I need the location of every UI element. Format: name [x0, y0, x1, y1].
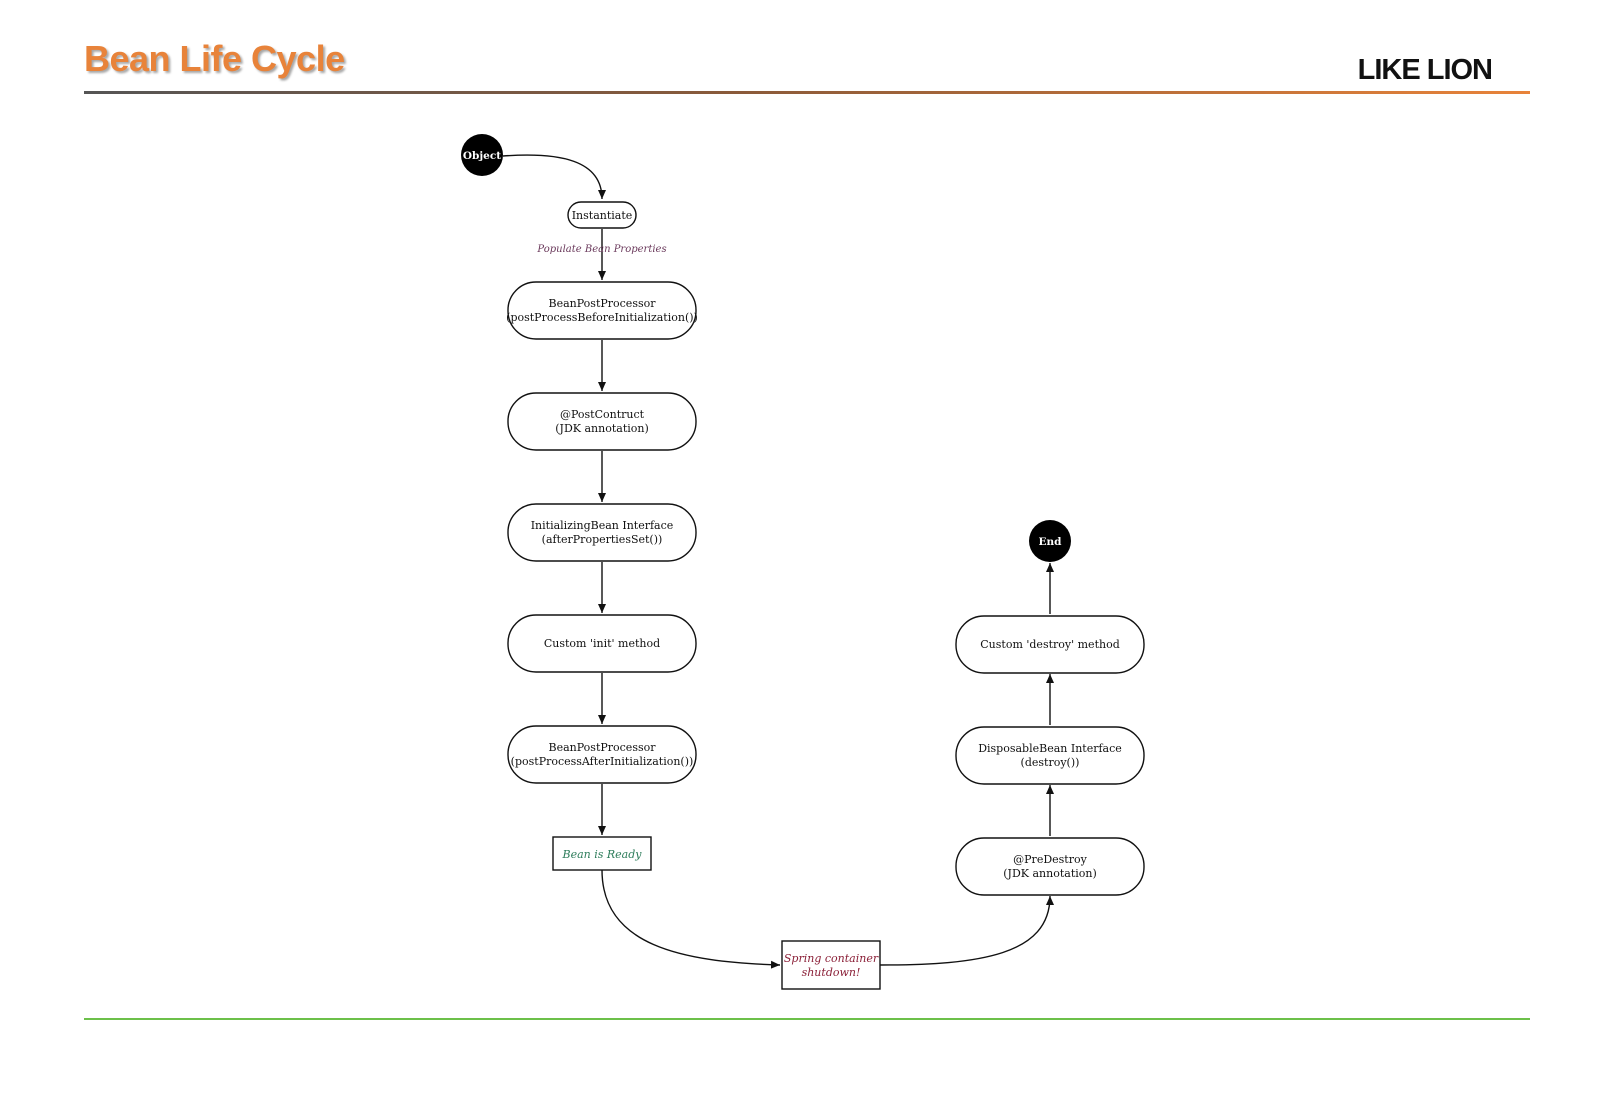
start-node-label: Object — [463, 150, 501, 162]
predestroy-line-1: @PreDestroy — [1013, 853, 1087, 866]
edge-ready-to-shutdown — [601, 869, 781, 969]
bpp-after-line-2: (postProcessAfterInitialization()) — [511, 755, 694, 768]
page-title: Bean Life Cycle — [84, 38, 345, 79]
initializing-bean-line-1: InitializingBean Interface — [531, 519, 674, 532]
bean-ready-node — [552, 836, 652, 871]
shutdown-line-1: Spring container — [784, 952, 879, 965]
custom-destroy-label: Custom 'destroy' method — [980, 638, 1119, 651]
postconstruct-node — [507, 392, 697, 451]
initializing-bean-line-2: (afterPropertiesSet()) — [542, 533, 663, 546]
postconstruct-line-1: @PostContruct — [560, 408, 645, 421]
populate-properties-label: Populate Bean Properties — [536, 244, 666, 255]
instantiate-label: Instantiate — [572, 209, 633, 222]
end-node-label: End — [1039, 536, 1063, 548]
instantiate-node — [567, 201, 637, 229]
bpp-after-line-1: BeanPostProcessor — [548, 741, 656, 754]
disposable-bean-node — [955, 726, 1145, 785]
header-divider — [84, 91, 1530, 94]
bpp-after-node — [507, 725, 697, 784]
bpp-before-line-1: BeanPostProcessor — [548, 297, 656, 310]
bean-ready-label: Bean is Ready — [562, 848, 643, 861]
start-node — [461, 134, 503, 176]
edge-shutdown-to-predestroy — [879, 895, 1054, 966]
predestroy-line-2: (JDK annotation) — [1003, 867, 1097, 880]
disposable-bean-line-1: DisposableBean Interface — [978, 742, 1122, 755]
postconstruct-line-2: (JDK annotation) — [555, 422, 649, 435]
custom-init-node — [507, 614, 697, 673]
custom-init-label: Custom 'init' method — [544, 637, 660, 650]
footer-divider — [84, 1018, 1530, 1020]
disposable-bean-line-2: (destroy()) — [1021, 756, 1080, 769]
bpp-before-node — [507, 281, 697, 340]
shutdown-node — [781, 940, 881, 990]
shutdown-line-2: shutdown! — [802, 966, 861, 979]
initializing-bean-node — [507, 503, 697, 562]
end-node — [1029, 520, 1071, 562]
edge-object-to-instantiate — [502, 154, 606, 200]
predestroy-node — [955, 837, 1145, 896]
bpp-before-line-2: (postProcessBeforeInitialization()) — [506, 311, 698, 324]
brand-logo: LIKE LION — [1357, 54, 1493, 86]
custom-destroy-node — [955, 615, 1145, 674]
